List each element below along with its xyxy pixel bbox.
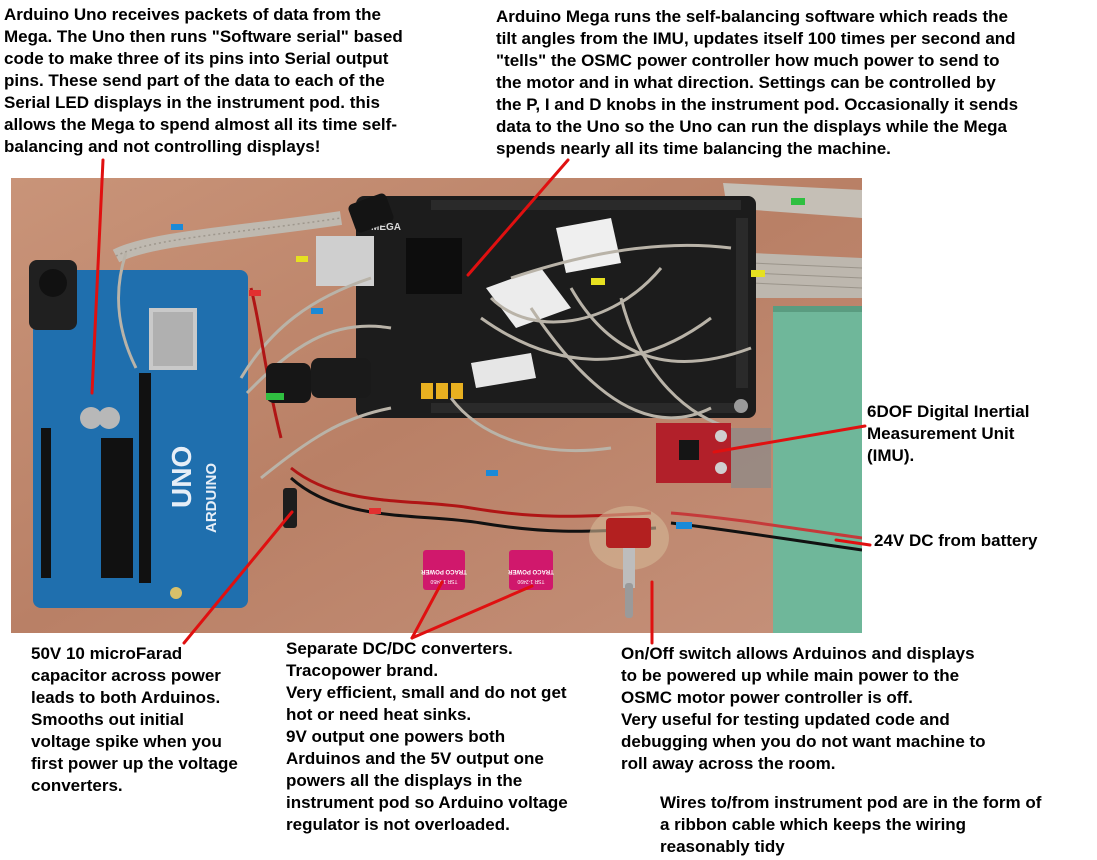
annotation-capacitor: 50V 10 microFarad capacitor across power… <box>31 644 238 795</box>
dcdc-converter-2: TRACO POWER TSR 1-2490 <box>508 550 554 590</box>
pointer-imu <box>712 424 867 454</box>
dcdc-converter-1: TRACO POWER TSR 1-2450 <box>421 550 467 590</box>
zip-ties <box>171 198 805 529</box>
arduino-mega-board: MEGA <box>316 196 756 418</box>
annotation-battery: 24V DC from battery <box>874 531 1038 550</box>
traco-label-1: TRACO POWER <box>421 568 467 574</box>
foam-mat <box>773 306 862 633</box>
pointer-capacitor <box>182 510 294 645</box>
atmega-chip <box>101 438 133 578</box>
imu-board <box>656 423 771 488</box>
mega-usb-port <box>316 236 374 286</box>
jumper-wires <box>117 243 752 480</box>
annotation-imu: 6DOF Digital Inertial Measurement Unit (… <box>867 402 1030 465</box>
tsr-label-1: TSR 1-2450 <box>430 578 457 584</box>
mega-chip <box>406 238 462 294</box>
electronics-illustration: UNO ARDUINO MEGA <box>11 178 862 633</box>
annotation-ribbon-cable: Wires to/from instrument pod are in the … <box>660 793 1042 856</box>
uno-silkscreen: UNO <box>166 446 197 508</box>
pointer-dcdc-1 <box>410 580 444 640</box>
annotation-on-off-switch: On/Off switch allows Arduinos and displa… <box>621 644 986 773</box>
arduino-uno-board: UNO ARDUINO <box>29 260 248 608</box>
power-wires <box>249 287 862 552</box>
traco-label-2: TRACO POWER <box>508 568 554 574</box>
toggle-switch <box>589 506 669 618</box>
arduino-silkscreen: ARDUINO <box>203 463 220 533</box>
pointer-battery <box>834 538 872 547</box>
annotation-dcdc-converters: Separate DC/DC converters. Tracopower br… <box>286 639 568 834</box>
tsr-label-2: TSR 1-2490 <box>517 578 544 584</box>
pointer-dcdc-2 <box>410 584 534 640</box>
annotation-arduino-mega: Arduino Mega runs the self-balancing sof… <box>496 7 1019 158</box>
pointer-mega <box>466 158 570 277</box>
annotation-arduino-uno: Arduino Uno receives packets of data fro… <box>4 5 403 156</box>
electronics-photo: UNO ARDUINO MEGA <box>11 178 862 633</box>
mega-silkscreen: MEGA <box>371 222 401 233</box>
pointer-uno <box>90 158 105 395</box>
